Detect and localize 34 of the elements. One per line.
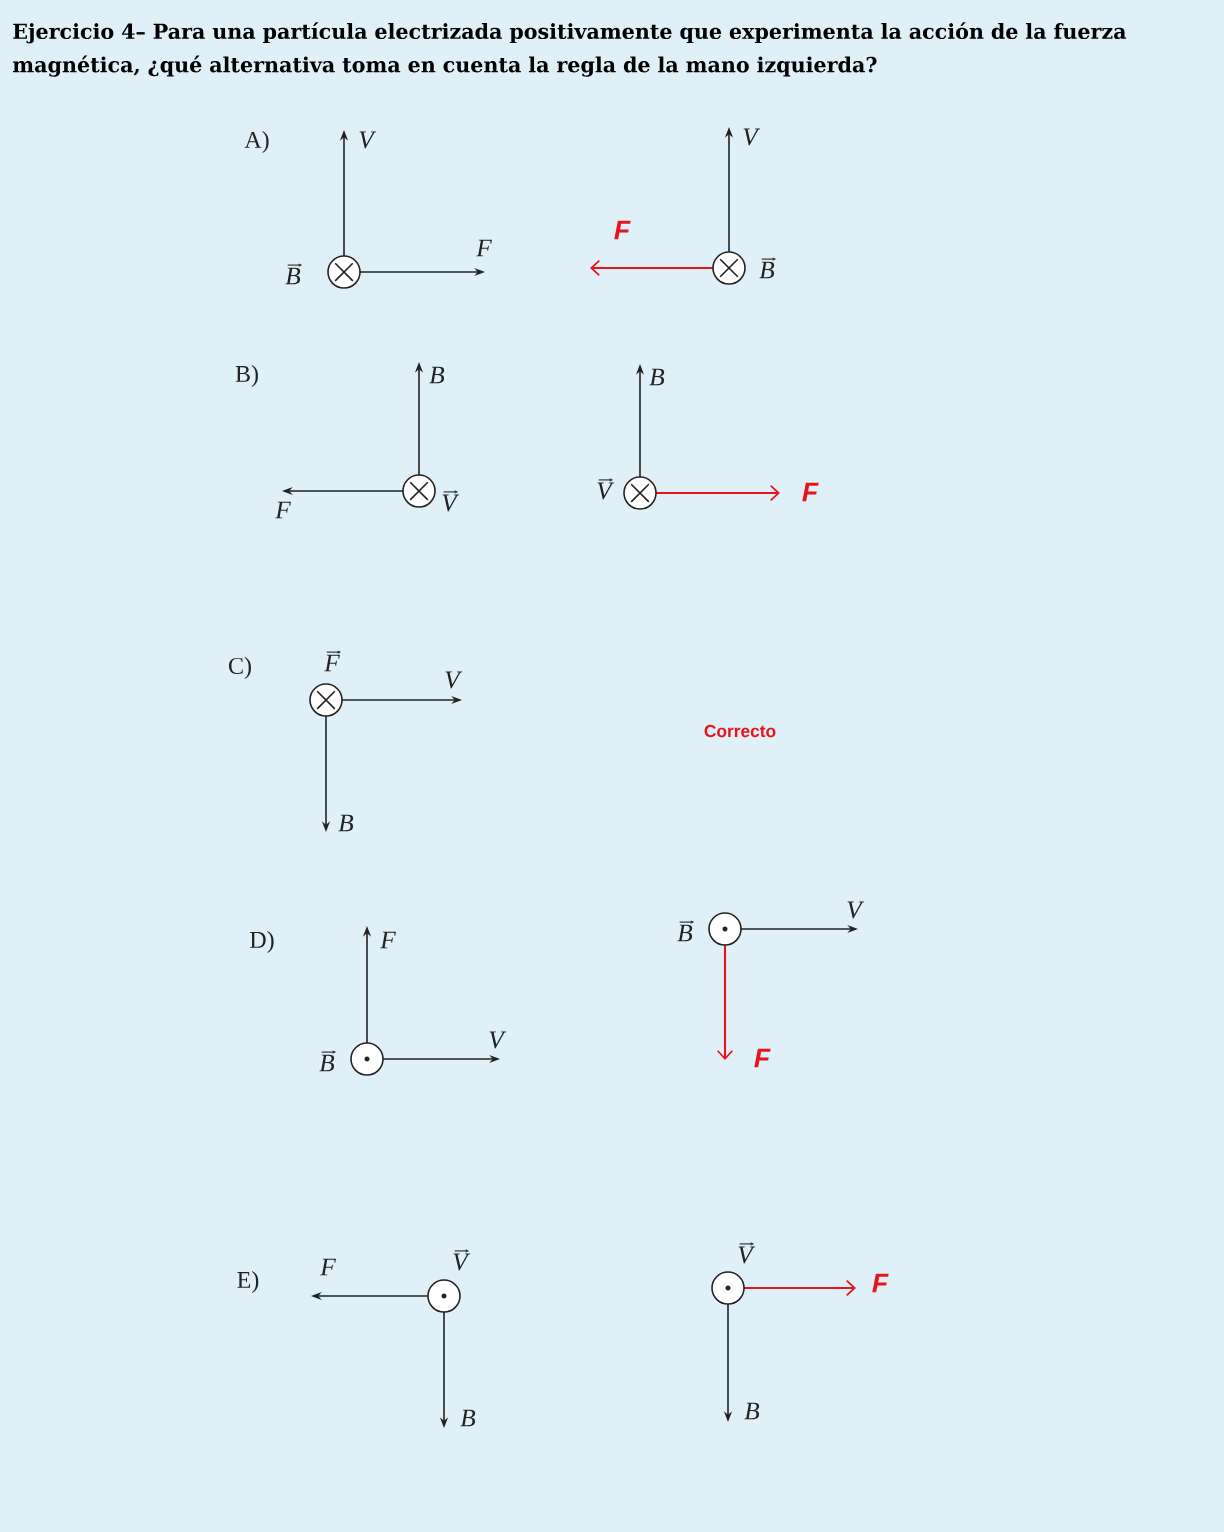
vector-label: B (759, 257, 776, 279)
vector-label: V (597, 478, 615, 500)
vector-label: V (445, 671, 463, 689)
vector-label: V (743, 128, 761, 146)
force-label: F (754, 1048, 771, 1068)
option-letter: D) (250, 931, 274, 953)
vector-label: B (429, 366, 445, 384)
vector-label: V (359, 131, 377, 149)
force-label: F (802, 482, 819, 502)
vector-label: F (476, 239, 492, 257)
vector-label: V (847, 901, 865, 919)
vector-label: F (324, 650, 341, 672)
option-letter: B) (235, 365, 258, 387)
vector-label: B (744, 1402, 760, 1420)
vector-label: V (489, 1031, 507, 1049)
option-letter: E) (237, 1271, 259, 1293)
vector-label: B (677, 920, 694, 942)
vector-label: F (320, 1258, 336, 1276)
vector-label: F (380, 931, 396, 949)
option-letter: A) (244, 131, 269, 153)
vector-label: B (338, 814, 354, 832)
force-label: F (872, 1273, 889, 1293)
vector-label: V (442, 490, 460, 512)
vector-label: B (460, 1409, 476, 1427)
vector-label: B (319, 1050, 336, 1072)
answer-note: Correcto (704, 724, 776, 738)
vector-label: B (649, 368, 665, 386)
force-label: F (614, 220, 631, 240)
vector-label: B (285, 263, 302, 285)
question-text: Ejercicio 4– Para una partícula electrizada positivamente que experimenta la acción de la fuerza magnética, ¿qué alternativa toma en cuenta la regla de la mano izquierda? (13, 22, 1127, 77)
vector-label: V (453, 1249, 471, 1271)
vector-label: F (275, 501, 291, 519)
vector-label: V (738, 1242, 756, 1264)
option-letter: C) (229, 657, 251, 679)
